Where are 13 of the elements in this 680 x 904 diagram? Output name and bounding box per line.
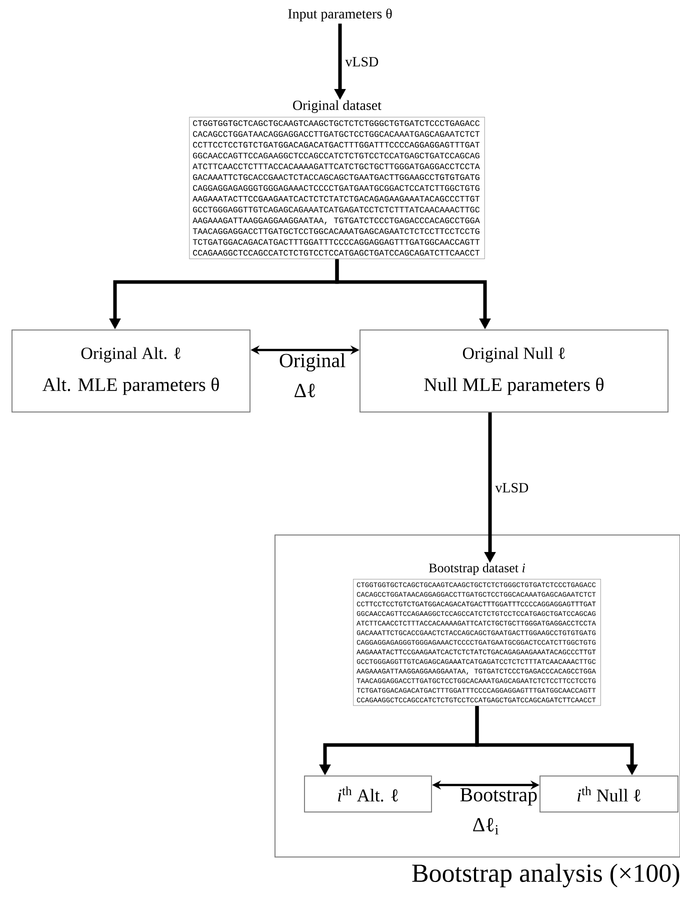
dataset-title: Original dataset [293,100,382,113]
node-label: Bootstrap analysis (×100) [412,864,680,888]
result-box: Original Null ℓ Null MLE parameters θ [360,330,668,412]
dataset-title: Bootstrap dataset i [429,563,525,575]
input-label: Input parameters θ [288,8,392,22]
result-box: Original Alt. ℓ Alt. MLE parameters θ [12,330,250,412]
edge-label: vLSD [494,482,530,494]
sequence-box: CTGGTGGTGCTCAGCTGCAAGTCAAGCTGCTCTCTGGGCTGTGATCTCCCTGAGACC CACAGCCTGGATAACAGGAGGACCTTGATGCTCCTGGCACAAATGAGCAGAATCTCT CCTTCCTCCTGTCTGATGGACAGACATGACTTTGGATTTCCCCAGGAGGAGTTTGAT GGCAACCAGTTCCAGAAGGCTCCAGCCATCTCTGTCCTCCATGAGCTGATCCAGCAG ATCTTCAACCTCTTTACCACAAAAGATTCATCTGCTGCTTGGGATGAGGACCTCCTA GACAAATTCTGCACCGAACTCTACCAGCAGCTGAATGACTTGGAAGCCTGTGTGATG CAGGAGGAGAGGGTGGGAGAAACTCCCCTGATGAATGCGGACTCCATCTTGGCTGTG AAGAAATACTTCCGAAGAATCACTCTCTATCTGACAGAGAAGAAATACAGCCCTTGT GCCTGGGAGGTTGTCAGAGCAGAAATCATGAGATCCTCTCTTTATCAACAAACTTGC AAGAAAGATTAAGGAGGAAGGAATAA, TGTGATCTCCCTGAGACCCACAGCCTGGA TAACAGGAGGACCTTGATGCTCCTGGCACAAATGAGCAGAATCTCTCCTTCCTCCTG TCTGATGGACAGACATGACTTTGGATTTCCCCAGGAGGAGTTTGATGGCAACCAGTT CCAGAAGGCTCCAGCCATCTCTGTCCTCCATGAGCTGATCCAGCAGATCTTCAACCT [189,116,485,260]
edge-label: Bootstrap Δℓ$_{i}$ [458,787,537,836]
result-box: i$^{th}$ Null ℓ [540,776,678,812]
edge-label: Original Δℓ [278,352,346,398]
edge-label: vLSD [344,56,380,68]
result-box: i$^{th}$ Alt. ℓ [304,776,432,812]
